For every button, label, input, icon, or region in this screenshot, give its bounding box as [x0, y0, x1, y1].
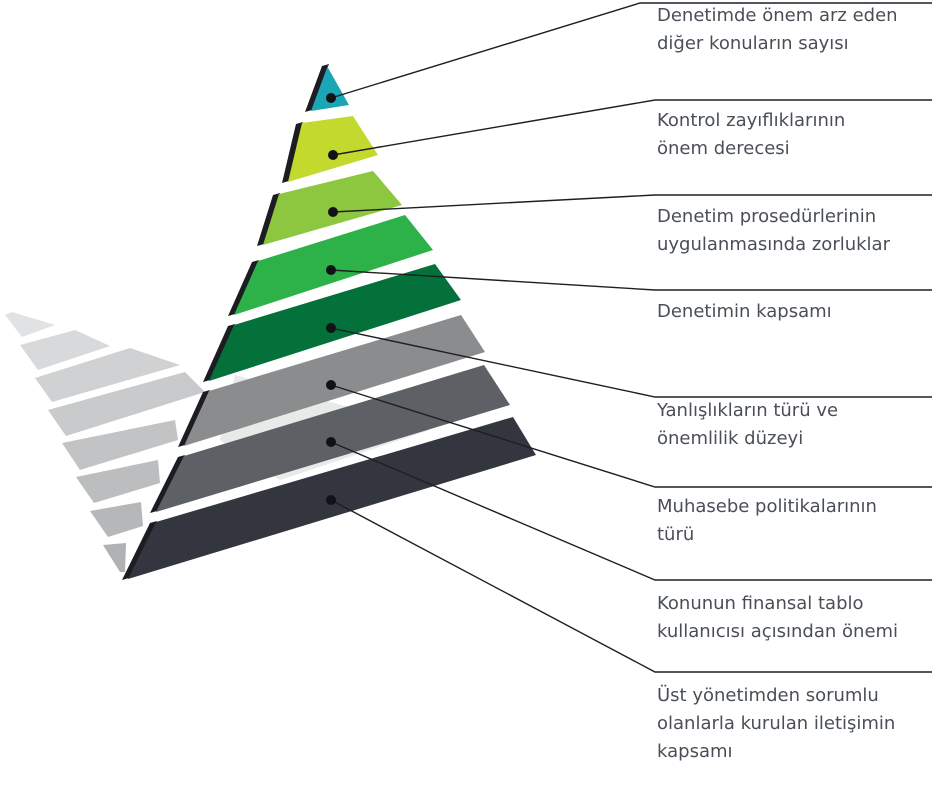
shadow-band: [76, 460, 160, 503]
leader-line-0: [330, 2, 932, 99]
leader-line-1: [332, 99, 932, 156]
shadow-band: [48, 372, 205, 436]
shadow-band: [90, 502, 143, 537]
band-edge: [305, 64, 329, 112]
pyramid-level-0: [311, 65, 349, 111]
leader-line-5: [330, 384, 932, 488]
level-label-7: Üst yönetimden sorumlu olanlarla kurulan…: [657, 685, 896, 762]
pyramid-level-1: [288, 116, 378, 182]
band-edge: [282, 122, 303, 183]
shadow-band: [35, 348, 180, 402]
level-label-1: Kontrol zayıflıklarının önem derecesi: [657, 110, 846, 159]
leader-dot-5: [326, 380, 336, 390]
level-label-5: Muhasebe politikalarının türü: [657, 496, 877, 545]
shadow-band: [5, 312, 55, 337]
level-label-2: Denetim prosedürlerinin uygulanmasında z…: [657, 206, 890, 255]
leader-dot-6: [326, 437, 336, 447]
band-edge: [228, 260, 259, 316]
level-label-0: Denetimde önem arz eden diğer konuların …: [657, 5, 898, 54]
leader-dot-2: [328, 207, 338, 217]
leader-dot-7: [326, 495, 336, 505]
level-label-3: Denetimin kapsamı: [657, 301, 832, 322]
pyramid-level-5: [184, 315, 485, 446]
band-edge: [203, 324, 235, 382]
band-edge: [178, 390, 210, 447]
leader-lines: [326, 2, 932, 673]
leader-dot-0: [326, 93, 336, 103]
leader-line-6: [330, 441, 932, 581]
leader-line-3: [330, 269, 932, 291]
leader-dot-4: [326, 323, 336, 333]
leader-dot-1: [328, 150, 338, 160]
leader-line-4: [330, 327, 932, 398]
pyramid-level-4: [209, 264, 461, 381]
level-label-4: Yanlışlıkların türü ve önemlilik düzeyi: [657, 400, 839, 449]
pyramid-level-3: [234, 215, 433, 315]
band-edge: [150, 455, 185, 513]
shadow-band: [62, 420, 178, 470]
shadow-band: [103, 543, 126, 572]
band-edge: [122, 521, 157, 580]
leader-line-7: [330, 499, 932, 673]
level-label-6: Konunun finansal tablo kullanıcısı açısı…: [657, 593, 899, 642]
band-edge: [257, 193, 280, 246]
shadow-band: [20, 330, 110, 370]
leader-line-2: [332, 194, 932, 213]
leader-dot-3: [326, 265, 336, 275]
